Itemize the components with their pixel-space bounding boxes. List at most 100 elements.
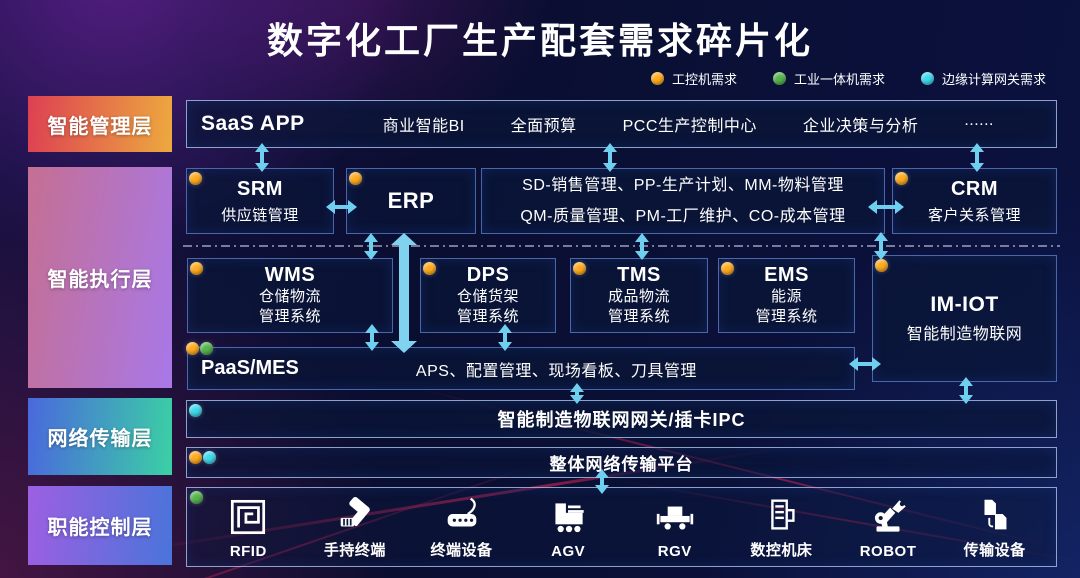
- device-cnc: 数控机床: [728, 494, 835, 564]
- rfid-icon: [231, 499, 266, 535]
- layer-label: 智能管理层: [47, 115, 153, 138]
- edge-gateway-demand-dot: [203, 451, 216, 464]
- device-transfer: 传输设备: [941, 494, 1048, 564]
- connector-arrow-erp-paas: [391, 233, 417, 353]
- connector-arrow-erp-crm: [868, 199, 904, 215]
- saas-item-decision: 企业决策与分析: [802, 118, 919, 135]
- connector-arrow-paas-gateway: [569, 383, 585, 404]
- dps-line: 管理系统: [456, 308, 519, 325]
- ems-line: 能源: [770, 287, 802, 305]
- wms-box: WMS 仓储物流 管理系统: [187, 258, 393, 333]
- layer-separator-dashed-line: [183, 245, 1060, 247]
- wms-line: 仓储物流: [258, 287, 321, 305]
- dps-title: DPS: [466, 263, 510, 286]
- legend-label: 工控机需求: [671, 72, 737, 87]
- industrial-pc-demand-dot: [573, 262, 586, 275]
- industrial-aio-demand-dot: [200, 342, 213, 355]
- saas-app-title: SaaS APP: [201, 112, 305, 135]
- layer-management: 智能管理层: [28, 96, 172, 152]
- srm-box: SRM 供应链管理: [186, 168, 334, 234]
- connector-arrow-saas-srm: [254, 143, 270, 172]
- legend-item-industrial-aio: 工业一体机需求: [772, 69, 885, 88]
- device-label: ROBOT: [859, 543, 917, 560]
- iot-gateway-label: 智能制造物联网网关/插卡IPC: [497, 410, 746, 430]
- industrial-aio-demand-dot: [772, 72, 786, 85]
- wms-title: WMS: [264, 263, 316, 286]
- legend-item-edge-gateway: 边缘计算网关需求: [920, 69, 1046, 88]
- paas-mes-content: APS、配置管理、现场看板、刀具管理: [415, 362, 697, 380]
- ems-line: 管理系统: [755, 308, 818, 325]
- industrial-pc-demand-dot: [721, 262, 734, 275]
- network-platform-bar: 整体网络传输平台: [186, 447, 1057, 478]
- connector-arrow-wms-paas: [364, 324, 380, 351]
- ems-box: EMS 能源 管理系统: [718, 258, 855, 333]
- edge-gateway-demand-dot: [920, 72, 934, 85]
- paas-mes-title: PaaS/MES: [201, 357, 299, 379]
- tms-line: 成品物流: [607, 287, 670, 305]
- legend-label: 工业一体机需求: [793, 72, 885, 87]
- iot-gateway-bar: 智能制造物联网网关/插卡IPC: [186, 400, 1057, 438]
- saas-item-pcc: PCC生产控制中心: [622, 118, 757, 135]
- device-rgv: RGV: [622, 494, 729, 564]
- dps-line: 仓储货架: [456, 287, 519, 305]
- agv-icon: [555, 503, 584, 533]
- industrial-pc-demand-dot: [189, 172, 202, 185]
- layer-label: 网络传输层: [47, 428, 153, 450]
- ems-title: EMS: [764, 263, 809, 286]
- connector-arrow-dps-paas: [497, 324, 513, 351]
- layer-network: 网络传输层: [28, 398, 172, 475]
- device-label: 传输设备: [963, 542, 1026, 559]
- layer-execution: 智能执行层: [28, 167, 172, 388]
- erp-modules-box: SD-销售管理、PP-生产计划、MM-物料管理 QM-质量管理、PM-工厂维护、…: [481, 168, 885, 234]
- device-agv: AGV: [515, 494, 622, 564]
- legend: 工控机需求 工业一体机需求 边缘计算网关需求: [650, 69, 1046, 88]
- handheld-terminal-icon: [340, 496, 370, 527]
- connector-arrow-erp-tms: [634, 233, 650, 260]
- layer-label: 智能执行层: [47, 269, 153, 291]
- device-rfid: RFID: [195, 494, 302, 564]
- imiot-box: IM-IOT 智能制造物联网: [872, 255, 1057, 382]
- saas-app-panel: SaaS APP 商业智能BI 全面预算 PCC生产控制中心 企业决策与分析 .…: [186, 100, 1057, 148]
- wms-line: 管理系统: [258, 308, 321, 325]
- connector-arrow-saas-erp: [602, 143, 618, 172]
- layer-control: 职能控制层: [28, 486, 172, 565]
- saas-item-more: ......: [964, 112, 994, 129]
- device-handheld-terminal: 手持终端: [302, 494, 409, 564]
- cnc-machine-icon: [771, 499, 796, 530]
- saas-item-bi: 商业智能BI: [382, 118, 465, 135]
- legend-item-industrial-pc: 工控机需求: [650, 69, 737, 88]
- page-title: 数字化工厂生产配套需求碎片化: [266, 20, 813, 61]
- legend-label: 边缘计算网关需求: [941, 72, 1046, 87]
- devices-panel: RFID 手持终端 终端设备: [186, 487, 1057, 567]
- erp-box: ERP: [346, 168, 476, 234]
- industrial-pc-demand-dot: [186, 342, 199, 355]
- device-label: RFID: [229, 543, 267, 560]
- industrial-pc-demand-dot: [190, 262, 203, 275]
- rgv-icon: [656, 506, 694, 530]
- crm-box: CRM 客户关系管理: [892, 168, 1057, 234]
- connector-arrow-imiot-gateway: [958, 377, 974, 404]
- paas-mes-box: PaaS/MES APS、配置管理、现场看板、刀具管理: [186, 342, 855, 390]
- industrial-pc-demand-dot: [650, 72, 664, 85]
- device-robot: ROBOT: [835, 494, 942, 564]
- connector-arrow-erp-imiot: [873, 232, 889, 260]
- industrial-pc-demand-dot: [875, 259, 888, 272]
- device-terminal: 终端设备: [408, 494, 515, 564]
- crm-subtitle: 客户关系管理: [927, 206, 1021, 224]
- layer-label: 职能控制层: [47, 517, 153, 539]
- connector-arrow-srm-erp: [326, 199, 357, 215]
- industrial-aio-demand-dot: [190, 491, 203, 504]
- device-label: AGV: [551, 543, 586, 560]
- device-label: 手持终端: [323, 542, 386, 559]
- erp-modules-line1: SD-销售管理、PP-生产计划、MM-物料管理: [522, 176, 844, 194]
- srm-subtitle: 供应链管理: [221, 206, 299, 224]
- saas-app-items: 商业智能BI 全面预算 PCC生产控制中心 企业决策与分析 ......: [305, 112, 1056, 136]
- tms-box: TMS 成品物流 管理系统: [570, 258, 708, 333]
- industrial-pc-demand-dot: [895, 172, 908, 185]
- imiot-title: IM-IOT: [930, 293, 999, 316]
- edge-gateway-demand-dot: [189, 404, 202, 417]
- device-label: RGV: [657, 543, 692, 560]
- tms-title: TMS: [617, 263, 661, 286]
- erp-title: ERP: [387, 188, 435, 213]
